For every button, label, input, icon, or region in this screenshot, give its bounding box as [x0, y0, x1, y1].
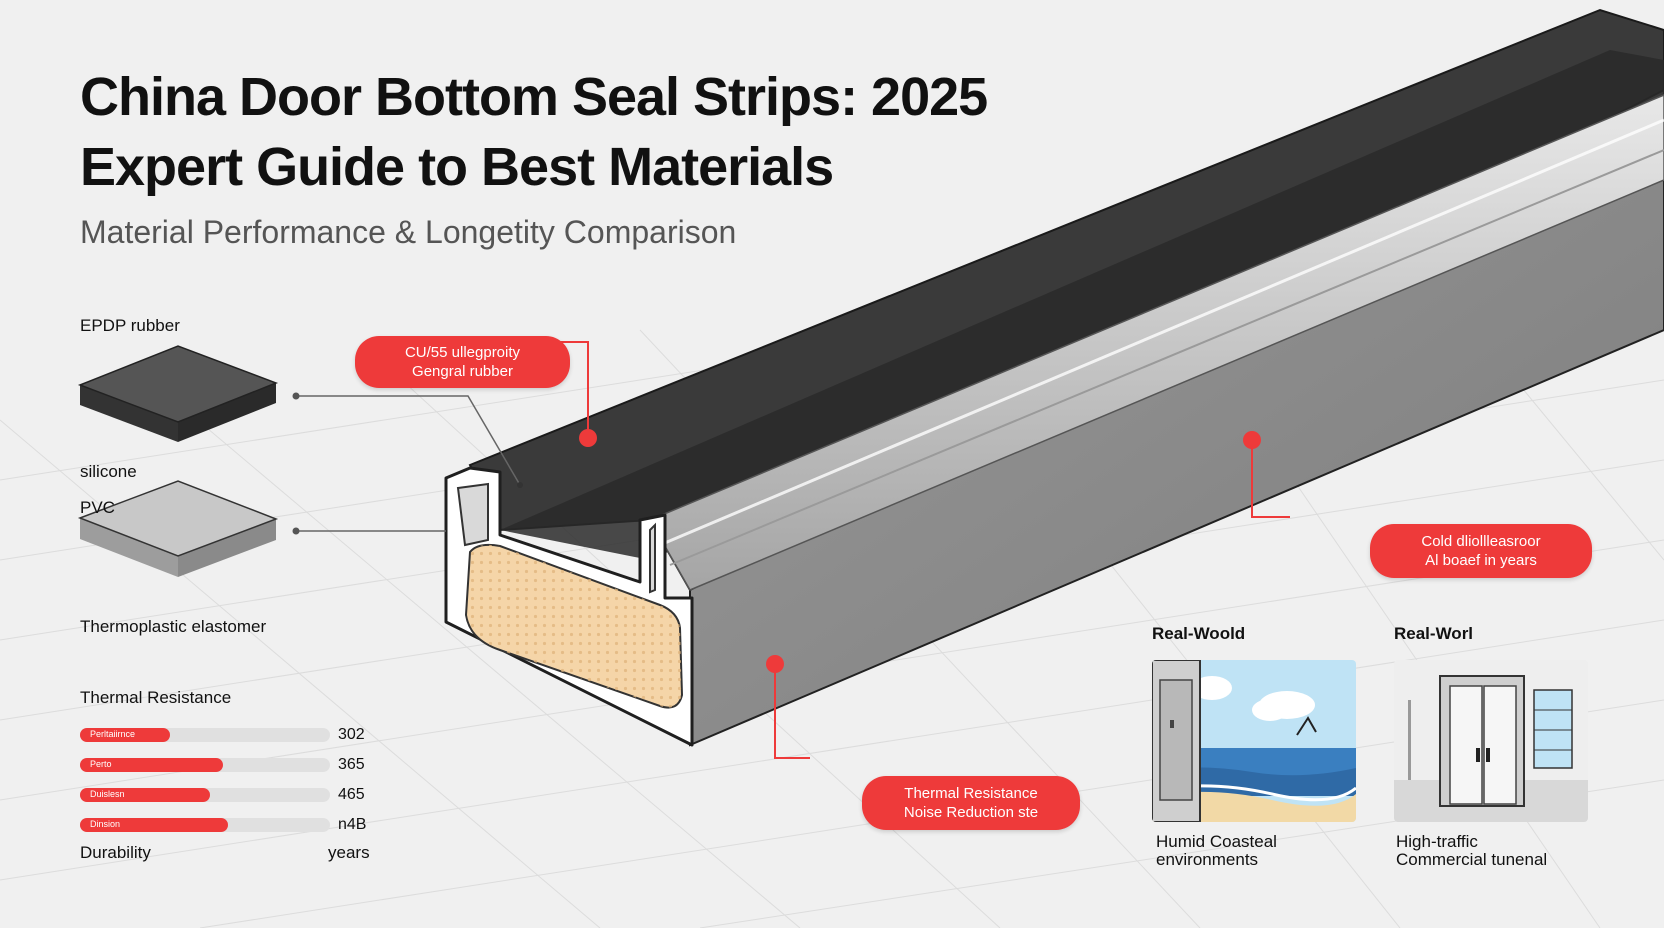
callout-right-line-1: Cold dliollleasroor: [1421, 533, 1541, 550]
callout-top: CU/55 ullegproity Gengral rubber: [355, 336, 570, 388]
epdm-swatch: [77, 345, 279, 442]
pvc-swatch: [77, 480, 279, 577]
real-world-caption-1-line-1: Humid Coasteal: [1156, 832, 1277, 851]
real-world-heading-1: Real-Woold: [1152, 624, 1246, 643]
durability-label: Durability: [80, 843, 151, 862]
silicone-label: silicone: [80, 462, 137, 481]
real-world-caption-1-line-2: environments: [1156, 850, 1259, 869]
callout-bottom: Thermal Resistance Noise Reduction ste: [862, 776, 1080, 830]
thermal-bar-3-fill: Duislesn: [80, 788, 210, 802]
thermal-bar-2: Perto: [80, 758, 330, 772]
profile-rail: [648, 94, 1664, 591]
thermal-bar-2-label: Perto: [90, 759, 112, 769]
tpe-label: Thermoplastic elastomer: [80, 617, 267, 636]
thermal-bar-1-label: Perltaiirnce: [90, 729, 136, 739]
durability-unit: years: [328, 843, 370, 862]
thermal-bar-1: Perltaiirnce: [80, 728, 330, 742]
pvc-label: PVC: [80, 498, 115, 517]
thermal-bar-1-fill: Perltaiirnce: [80, 728, 170, 742]
thermal-heading: Thermal Resistance: [80, 688, 232, 707]
callout-top-line-2: Gengral rubber: [412, 363, 513, 380]
thermal-bar-4-value: n4B: [338, 816, 367, 833]
real-world-caption-2-line-2: Commercial tunenal: [1396, 850, 1548, 869]
thermal-bar-2-fill: Perto: [80, 758, 223, 772]
epdm-label: EPDP rubber: [80, 316, 180, 335]
real-world-heading-2: Real-Worl: [1394, 624, 1474, 643]
callout-bottom-line-1: Thermal Resistance: [904, 785, 1038, 802]
callout-right-line-2: Al boaef in years: [1425, 552, 1537, 569]
callout-top-line-1: CU/55 ullegproity: [404, 344, 521, 361]
commercial-door-image: [1394, 660, 1588, 822]
swatch-leaders: [296, 395, 521, 532]
thermal-bar-4-label: Dinsion: [90, 819, 121, 829]
thermal-bar-4: Dinsion: [80, 818, 330, 832]
thermal-bar-3: Duislesn: [80, 788, 330, 802]
callout-right: Cold dliollleasroor Al boaef in years: [1370, 524, 1592, 578]
thermal-bar-4-fill: Dinsion: [80, 818, 228, 832]
coastal-scene-image: [1152, 660, 1356, 822]
page-title-line-1: China Door Bottom Seal Strips: 2025: [80, 67, 988, 127]
page-title-line-2: Expert Guide to Best Materials: [80, 137, 834, 197]
page-subtitle: Material Performance & Longetity Compari…: [80, 214, 737, 250]
thermal-bar-2-value: 365: [338, 756, 365, 773]
thermal-bar-1-value: 302: [338, 726, 365, 743]
thermal-bar-3-label: Duislesn: [90, 789, 125, 799]
real-world-caption-2-line-1: High-traffic: [1396, 832, 1478, 851]
thermal-bar-3-value: 465: [338, 786, 365, 803]
callout-bottom-line-2: Noise Reduction ste: [903, 804, 1039, 821]
